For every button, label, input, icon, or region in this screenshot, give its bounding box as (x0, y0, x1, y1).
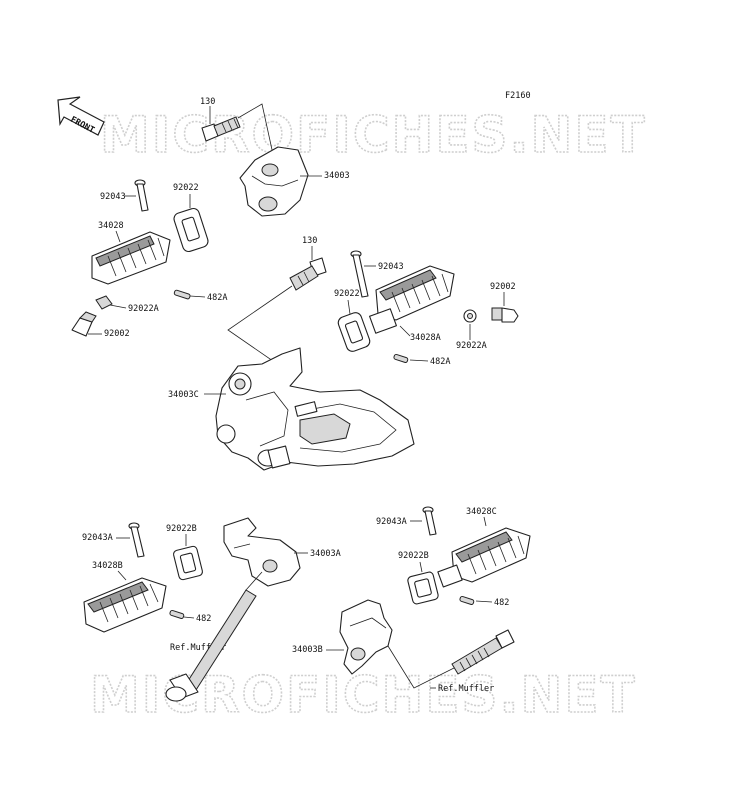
pin-92043a-left (128, 522, 145, 558)
label-92043-left: 92043 (100, 192, 126, 202)
bracket-34003a (223, 517, 301, 587)
pin-92043-left (134, 179, 149, 212)
label-34028a: 34028A (410, 333, 441, 343)
bushing-92022a-right (463, 309, 477, 323)
bracket-34003c (215, 347, 415, 471)
figure-code: F2160 (505, 91, 531, 101)
pin-92043-right (350, 250, 369, 298)
bracket-34003b (339, 599, 393, 675)
label-482a-right: 482A (430, 357, 450, 367)
label-92043-right: 92043 (378, 262, 404, 272)
label-92022a-right: 92022A (456, 341, 487, 351)
snap-pin-482-right (459, 595, 475, 605)
snap-pin-482a-right (393, 353, 409, 363)
spring-92022-left (173, 207, 209, 253)
label-482a-left: 482A (207, 293, 227, 303)
spring-92022-right (337, 312, 371, 352)
footpeg-34028a (369, 265, 455, 334)
footpeg-34028 (91, 231, 171, 285)
label-482-left: 482 (196, 614, 211, 624)
stopper-92002-left (71, 311, 97, 337)
bolt-130-center (289, 257, 327, 291)
footpeg-34028c (437, 527, 531, 588)
label-34003b: 34003B (292, 645, 323, 655)
stopper-92002-right (491, 307, 519, 323)
label-34028: 34028 (98, 221, 124, 231)
label-130-upper: 130 (200, 97, 215, 107)
label-92043a-right: 92043A (376, 517, 407, 527)
label-34028b: 34028B (92, 561, 123, 571)
label-92022-right: 92022 (334, 289, 360, 299)
snap-pin-482a-left (173, 289, 191, 300)
bolt-130-upper (201, 116, 241, 142)
front-arrow-icon: FRONT (57, 96, 105, 136)
pin-92043a-right (422, 506, 437, 536)
label-34028c: 34028C (466, 507, 497, 517)
label-34003a: 34003A (310, 549, 341, 559)
label-34003c: 34003C (168, 390, 199, 400)
footpeg-34028b (83, 577, 167, 633)
bracket-34003 (239, 146, 309, 217)
spring-92022b-right (407, 571, 439, 605)
label-92043a-left: 92043A (82, 533, 113, 543)
label-92002-left: 92002 (104, 329, 130, 339)
spring-92022b-left (173, 545, 203, 581)
bolt-muffler-left (165, 589, 257, 702)
snap-pin-482-left (169, 609, 185, 619)
label-92002-right: 92002 (490, 282, 516, 292)
label-130-center: 130 (302, 236, 317, 246)
label-92022-left: 92022 (173, 183, 199, 193)
label-ref-muffler-left: Ref.Muffler (170, 643, 226, 653)
bolt-muffler-right (451, 629, 515, 675)
label-92022b-right: 92022B (398, 551, 429, 561)
bushing-92022a-left (95, 295, 113, 310)
label-ref-muffler-right: Ref.Muffler (438, 684, 494, 694)
watermark-top: MICROFICHES.NET (100, 106, 647, 164)
label-92022b-left: 92022B (166, 524, 197, 534)
label-482-right: 482 (494, 598, 509, 608)
label-92022a-left: 92022A (128, 304, 159, 314)
label-34003: 34003 (324, 171, 350, 181)
